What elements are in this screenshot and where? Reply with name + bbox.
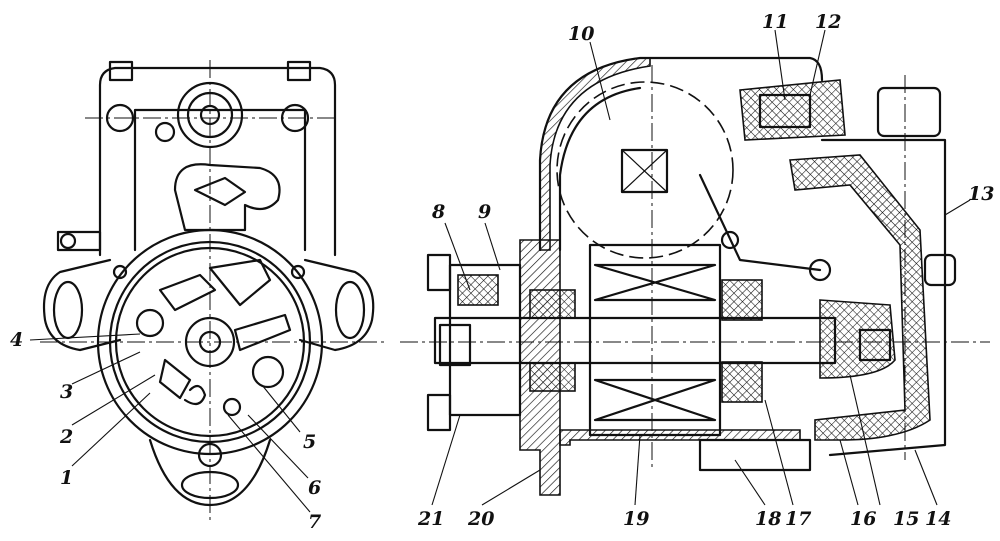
plug-cap: [739, 79, 846, 141]
leader-10: [589, 41, 611, 121]
mount-flange: [519, 239, 561, 496]
leader-2: [71, 374, 156, 426]
small-gear: [154, 121, 176, 143]
leader-16: [839, 439, 859, 506]
bearing-right-lower: [721, 361, 763, 403]
callout-3: 3: [60, 381, 73, 403]
plate-screw-1: [112, 264, 128, 280]
front-view: 1 2 3 4 5 6 7: [10, 60, 385, 533]
section-view: 8 9 10 11 12 13 14 15 16 17 18 19 20 21: [400, 11, 994, 530]
eccentric-screw: [222, 397, 242, 417]
callout-11: 11: [762, 11, 788, 33]
leader-8: [444, 222, 471, 291]
spring-plate: [208, 258, 272, 307]
leader-13: [944, 199, 971, 216]
callout-5: 5: [303, 431, 316, 453]
lock-screw: [251, 355, 285, 389]
callout-20: 20: [467, 508, 494, 530]
leader-18: [734, 459, 766, 506]
cam-window: [173, 163, 281, 232]
leader-12: [809, 29, 826, 96]
plate-screw-2: [290, 264, 306, 280]
linkage-pin: [720, 230, 740, 250]
slot-right: [334, 280, 366, 340]
bearing-right-upper: [721, 279, 763, 321]
coupling-housing: [448, 263, 522, 417]
leader-11: [774, 29, 786, 101]
callout-6: 6: [308, 477, 321, 499]
callout-17: 17: [785, 508, 811, 530]
coupling-lug-top: [426, 253, 452, 292]
coupling-lug-bottom: [426, 393, 452, 432]
lower-body: [559, 429, 801, 446]
leader-7: [227, 414, 311, 513]
terminal-nut: [59, 232, 77, 250]
coupling-hub: [438, 323, 472, 367]
contact-arm: [158, 273, 217, 312]
callout-18: 18: [755, 508, 781, 530]
side-arm-left: [42, 258, 122, 352]
leader-3: [71, 351, 141, 385]
leader-6: [247, 414, 309, 479]
callout-19: 19: [623, 508, 649, 530]
center-contact: [858, 328, 892, 362]
rotor-disk: [556, 81, 734, 259]
leader-4: [29, 333, 141, 341]
leader-1: [71, 392, 151, 467]
lower-screw: [698, 438, 812, 472]
armature: [588, 243, 722, 437]
callout-21: 21: [417, 508, 444, 530]
terminal: [56, 230, 102, 252]
slot-left: [52, 280, 84, 340]
housing-inner-outline: [133, 108, 307, 252]
winding-upper: [593, 263, 717, 302]
callout-12: 12: [815, 11, 841, 33]
adjust-screw: [135, 308, 165, 338]
main-shaft: [433, 316, 837, 365]
callout-10: 10: [568, 23, 594, 45]
leader-15: [849, 374, 881, 506]
breaker-lever: [233, 313, 292, 352]
leader-17: [764, 399, 794, 506]
leader-20: [481, 469, 541, 506]
knurled-knob: [876, 86, 942, 138]
housing-wall: [539, 57, 651, 251]
cam-spring: [183, 384, 207, 406]
top-lug-right: [286, 60, 312, 82]
callout-2: 2: [59, 426, 73, 448]
cap-clip: [923, 253, 957, 287]
fixed-contact: [158, 358, 192, 400]
top-lug-left: [108, 60, 134, 82]
callout-14: 14: [925, 508, 951, 530]
callout-9: 9: [478, 201, 491, 223]
leader-9: [484, 222, 501, 271]
leader-5: [261, 384, 301, 433]
callout-13: 13: [968, 183, 994, 205]
outer-cover: [820, 138, 947, 457]
coupling-block: [457, 274, 499, 306]
callout-4: 4: [10, 329, 23, 351]
linkage-rod: [698, 173, 822, 272]
callout-16: 16: [850, 508, 876, 530]
leader-21: [431, 414, 461, 506]
leader-14: [914, 449, 938, 506]
linkage-pivot: [808, 258, 832, 282]
leader-19: [634, 434, 641, 506]
callout-8: 8: [431, 201, 445, 223]
distributor-cap: [789, 154, 931, 441]
callout-1: 1: [60, 467, 73, 489]
side-arm-right: [298, 258, 375, 352]
callout-7: 7: [308, 511, 321, 533]
winding-lower: [593, 378, 717, 422]
housing-inner: [558, 86, 642, 252]
housing-outline: [98, 66, 337, 257]
rotor-hub: [620, 148, 669, 194]
callout-15: 15: [893, 508, 919, 530]
cam-lobe: [193, 176, 247, 207]
rotor-arm: [819, 299, 896, 379]
plug-insert: [758, 93, 812, 129]
